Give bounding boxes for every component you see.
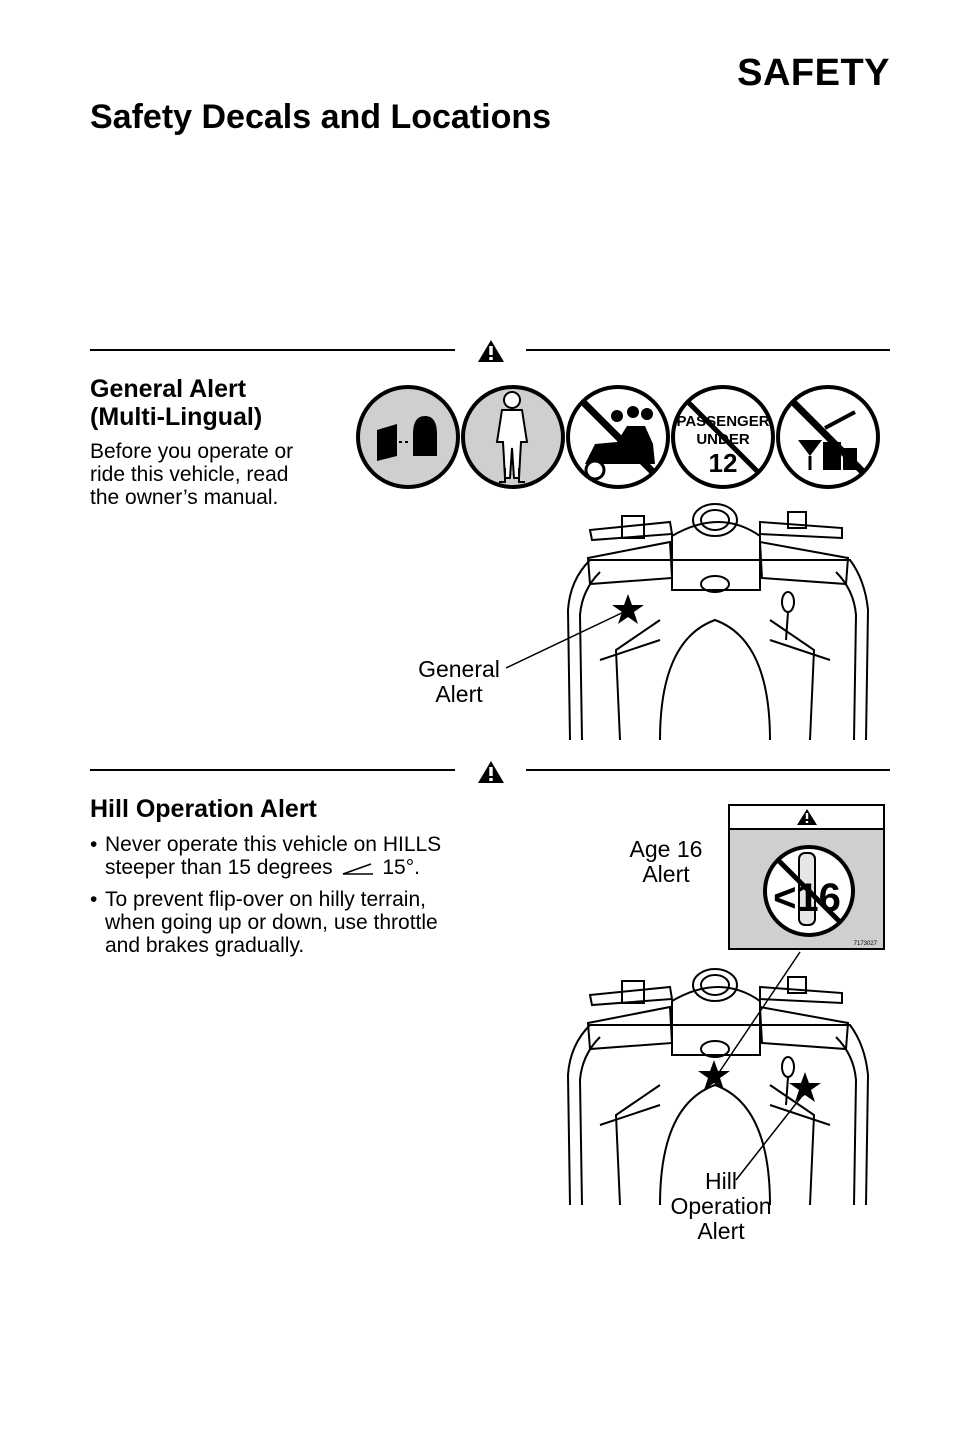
list-item: To prevent flip-over on hilly terrain, w… [90, 888, 490, 957]
hill-operation-alert-callout: Hill Operation Alert [670, 1168, 772, 1244]
warning-triangle-icon [478, 340, 504, 362]
slope-angle-icon [342, 863, 373, 875]
general-alert-decal: PASSENGER UNDER 12 [356, 385, 880, 489]
svg-text:PASSENGER: PASSENGER [676, 413, 769, 430]
general-alert-leader-line [505, 594, 644, 669]
page-title: Safety Decals and Locations [90, 98, 552, 136]
divider-right [526, 769, 890, 771]
section-label: SAFETY [737, 52, 890, 94]
read-manual-icon [356, 385, 460, 489]
no-passenger-icon [566, 385, 670, 489]
hill-alert-leader-lines [698, 951, 821, 1181]
atv-top-view-illustration [566, 968, 870, 1206]
hill-alert-bullets: Never operate this vehicle on HILLS stee… [90, 833, 490, 966]
general-alert-title: General Alert (Multi-Lingual) [90, 375, 263, 431]
star-marker-icon [698, 1060, 730, 1090]
protective-gear-icon [461, 385, 565, 489]
svg-text:12: 12 [709, 448, 738, 478]
divider-left [90, 769, 455, 771]
divider-right [526, 349, 890, 351]
age-16-decal: <16 7173027 [728, 804, 885, 950]
warning-triangle-icon [797, 809, 817, 825]
hill-alert-title: Hill Operation Alert [90, 795, 317, 823]
age-16-alert-callout: Age 16 Alert [629, 836, 703, 887]
svg-text:7173027: 7173027 [854, 941, 878, 947]
general-alert-body: Before you operate or ride this vehicle,… [90, 440, 294, 509]
star-marker-icon [789, 1072, 821, 1102]
warning-triangle-icon [478, 761, 504, 783]
list-item: Never operate this vehicle on HILLS stee… [90, 833, 490, 879]
no-alcohol-drugs-icon [776, 385, 880, 489]
atv-top-view-illustration [566, 503, 870, 741]
star-marker-icon [612, 594, 644, 624]
passenger-under-12-icon: PASSENGER UNDER 12 [671, 385, 775, 489]
divider-left [90, 349, 455, 351]
general-alert-callout: General Alert [418, 656, 500, 707]
